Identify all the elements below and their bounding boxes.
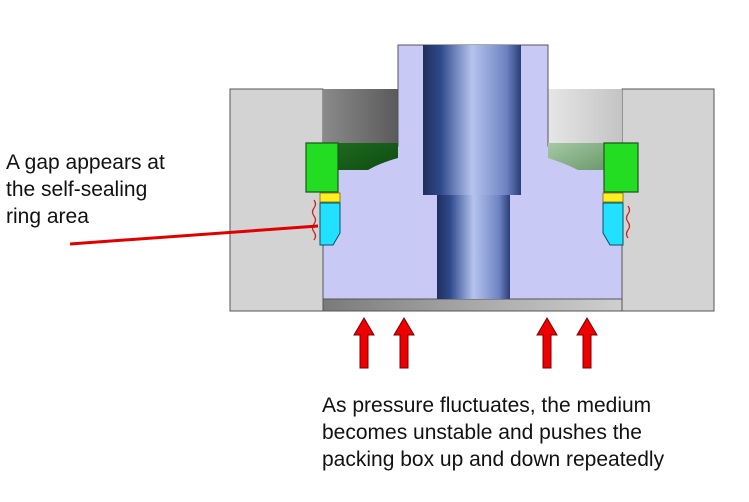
gap-annotation-line: A gap appears at — [6, 151, 165, 174]
left-gap-strip — [319, 192, 341, 203]
right-packing — [602, 202, 624, 246]
up-arrow-icon — [576, 317, 598, 369]
chamber-bottom-strip — [322, 298, 623, 312]
up-arrow-icon — [536, 317, 558, 369]
gap-pointer-line — [69, 224, 319, 246]
gap-annotation-line: the self-sealing — [6, 178, 148, 201]
stem-upper — [423, 45, 521, 195]
up-arrow-icon — [353, 317, 375, 369]
left-seal-chamfer — [338, 143, 398, 170]
pressure-annotation-line: becomes unstable and pushes the — [322, 421, 642, 444]
pressure-annotation-line: packing box up and down repeatedly — [322, 448, 665, 471]
right-recess-light — [548, 89, 622, 146]
housing-right-block — [621, 88, 715, 312]
stem-lower — [437, 195, 510, 299]
housing-left-block — [229, 88, 324, 312]
up-arrow-icon — [393, 317, 415, 369]
left-self-sealing-ring — [305, 142, 339, 193]
right-seal-chamfer — [548, 143, 604, 170]
right-leak-wave — [625, 205, 631, 239]
pressure-annotation-line: As pressure fluctuates, the medium — [322, 394, 652, 417]
gap-annotation-line: ring area — [6, 205, 89, 228]
pressure-annotation: As pressure fluctuates, the medium becom… — [322, 392, 664, 473]
gap-annotation: A gap appears at the self-sealing ring a… — [6, 149, 165, 230]
right-self-sealing-ring — [603, 142, 639, 193]
left-packing — [319, 202, 341, 246]
left-recess-shadow — [323, 89, 398, 146]
pressure-arrows — [353, 317, 598, 369]
right-gap-strip — [602, 192, 624, 203]
left-leak-wave — [311, 199, 317, 241]
